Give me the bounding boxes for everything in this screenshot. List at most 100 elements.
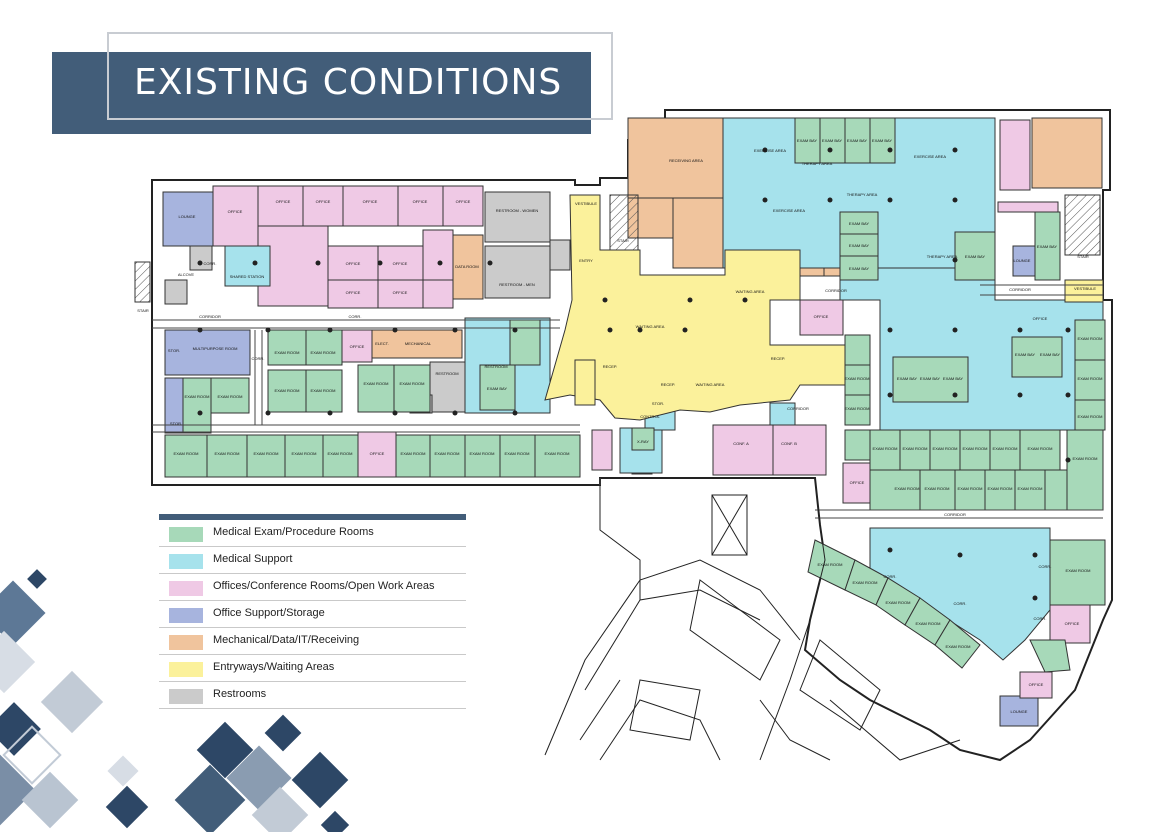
- room-label-exam-room-6: EXAM ROOM: [400, 381, 425, 386]
- room-label-office-10: OFFICE: [393, 290, 408, 295]
- room-label-stor-1: STOR.: [168, 348, 180, 353]
- room-label-recep-1: RECEP.: [603, 364, 617, 369]
- legend-item: Medical Exam/Procedure Rooms: [159, 520, 466, 547]
- room-label-exam-room-36: EXAM ROOM: [818, 562, 843, 567]
- room-label-waiting-3: WAITING AREA: [736, 289, 765, 294]
- room-label-lounge-2: LOUNGE: [1014, 258, 1031, 263]
- legend-swatch: [169, 554, 203, 569]
- room-label-restroom-2: RESTROOM: [484, 364, 507, 369]
- room-label-exam-room-35: EXAM ROOM: [1078, 414, 1103, 419]
- room-label-conf-b: CONF. B: [781, 441, 797, 446]
- room-label-vestibule: VESTIBULE: [575, 201, 597, 206]
- room-label-exam-room-15: EXAM ROOM: [435, 451, 460, 456]
- legend-swatch: [169, 527, 203, 542]
- room-label-exam-room-30: EXAM ROOM: [958, 486, 983, 491]
- title-banner: [52, 52, 591, 134]
- waiting-areas: [544, 194, 1104, 421]
- room-label-exam-bay-13: EXAM BAY: [943, 376, 963, 381]
- title-frame: [107, 32, 613, 120]
- room-label-exercise-3: EXERCISE AREA: [773, 208, 805, 213]
- room-label-exam-bay-10: EXAM BAY: [1037, 244, 1057, 249]
- room-label-restroom-1: RESTROOM: [435, 371, 458, 376]
- room-label-exam-room-4: EXAM ROOM: [311, 388, 336, 393]
- room-label-office-1: OFFICE: [228, 209, 243, 214]
- room-label-exam-room-28: EXAM ROOM: [895, 486, 920, 491]
- room-label-exam-room-19: EXAM ROOM: [845, 376, 870, 381]
- room-label-exam-bay-14: EXAM BAY: [1015, 352, 1035, 357]
- room-label-exam-room-2: EXAM ROOM: [311, 350, 336, 355]
- room-label-exam-room-20: EXAM ROOM: [845, 406, 870, 411]
- room-label-waiting-1: WAITING AREA: [636, 324, 665, 329]
- room-label-office-8: OFFICE: [393, 261, 408, 266]
- room-label-exam-bay-2: EXAM BAY: [797, 138, 817, 143]
- room-label-exercise-2: EXERCISE AREA: [914, 154, 946, 159]
- room-label-corridor-1: CORRIDOR: [199, 314, 221, 319]
- room-label-corridor-4: CORRIDOR: [1009, 287, 1031, 292]
- room-label-corr-2: CORR.: [204, 261, 217, 266]
- room-label-exam-bay-12: EXAM BAY: [920, 376, 940, 381]
- room-label-exam-room-31: EXAM ROOM: [988, 486, 1013, 491]
- room-label-corr-4: CORR.: [884, 574, 897, 579]
- legend-label: Restrooms: [213, 688, 267, 700]
- room-label-exam-bay-1: EXAM BAY: [487, 386, 507, 391]
- room-label-receiving: RECEIVING AREA: [669, 158, 703, 163]
- room-label-stair-2: STAIR: [1077, 254, 1089, 259]
- legend-header-bar: [159, 514, 466, 520]
- room-label-office-12: OFFICE: [370, 451, 385, 456]
- room-label-office-9: OFFICE: [346, 290, 361, 295]
- legend-swatch: [169, 581, 203, 596]
- room-label-office-14: OFFICE: [1033, 316, 1048, 321]
- room-label-exam-room-29: EXAM ROOM: [925, 486, 950, 491]
- room-label-corridor-2: CORRIDOR: [787, 406, 809, 411]
- room-label-exam-room-33: EXAM ROOM: [1078, 336, 1103, 341]
- legend-swatch: [169, 635, 203, 650]
- room-label-exam-room-38: EXAM ROOM: [886, 600, 911, 605]
- room-label-corr-7: CORR.: [1034, 616, 1047, 621]
- office-areas: [212, 119, 1091, 699]
- room-label-exercise-1: EXERCISE AREA: [754, 148, 786, 153]
- structural-columns: [197, 147, 1071, 601]
- room-label-exam-room-34: EXAM ROOM: [1078, 376, 1103, 381]
- decorative-diamonds: [0, 569, 350, 832]
- room-label-exam-bay-6: EXAM BAY: [849, 221, 869, 226]
- room-label-multipurpose: MULTIPURPOSE ROOM: [193, 346, 238, 351]
- room-label-exam-room-17: EXAM ROOM: [505, 451, 530, 456]
- room-label-corr-3: CORR.: [252, 356, 265, 361]
- room-label-exam-room-1: EXAM ROOM: [275, 350, 300, 355]
- stair-areas: [134, 194, 1101, 303]
- room-label-recep-3: RECEP.: [771, 356, 785, 361]
- room-label-stor-3: STOR.: [652, 401, 664, 406]
- legend: Medical Exam/Procedure Rooms Medical Sup…: [159, 514, 466, 709]
- adjacent-structure-lines: [544, 477, 961, 761]
- room-label-exam-room-40: EXAM ROOM: [946, 644, 971, 649]
- room-label-exam-bay-9: EXAM BAY: [965, 254, 985, 259]
- room-label-exam-bay-4: EXAM BAY: [847, 138, 867, 143]
- room-label-restroom-men: RESTROOM - MEN: [499, 282, 535, 287]
- room-label-office-11: OFFICE: [350, 344, 365, 349]
- room-label-exam-room-25: EXAM ROOM: [993, 446, 1018, 451]
- room-label-office-4: OFFICE: [363, 199, 378, 204]
- room-label-office-17: OFFICE: [1029, 682, 1044, 687]
- room-label-exam-room-9: EXAM ROOM: [174, 451, 199, 456]
- room-label-exam-room-39: EXAM ROOM: [916, 621, 941, 626]
- page-title: EXISTING CONDITIONS: [134, 62, 563, 103]
- room-label-lounge-3: LOUNGE: [1011, 709, 1028, 714]
- room-label-corridor-5: CORRIDOR: [944, 512, 966, 517]
- room-label-office-3: OFFICE: [316, 199, 331, 204]
- legend-label: Entryways/Waiting Areas: [213, 661, 335, 673]
- room-label-corr-1: CORR.: [349, 314, 362, 319]
- room-label-office-13: OFFICE: [814, 314, 829, 319]
- exam-room-areas: [164, 117, 1106, 673]
- room-label-exam-room-41: EXAM ROOM: [1066, 568, 1091, 573]
- room-label-control: CONTROL: [640, 414, 660, 419]
- room-label-exam-bay-8: EXAM BAY: [849, 266, 869, 271]
- room-label-stair-1: STAIR: [617, 238, 629, 243]
- room-label-exam-room-13: EXAM ROOM: [328, 451, 353, 456]
- room-label-office-5: OFFICE: [413, 199, 428, 204]
- room-label-waiting-2: WAITING AREA: [696, 382, 725, 387]
- room-label-exam-room-24: EXAM ROOM: [963, 446, 988, 451]
- room-label-conf-a: CONF. A: [733, 441, 749, 446]
- room-label-exam-room-10: EXAM ROOM: [215, 451, 240, 456]
- room-label-exam-bay-11: EXAM BAY: [897, 376, 917, 381]
- room-label-lounge: LOUNGE: [179, 214, 196, 219]
